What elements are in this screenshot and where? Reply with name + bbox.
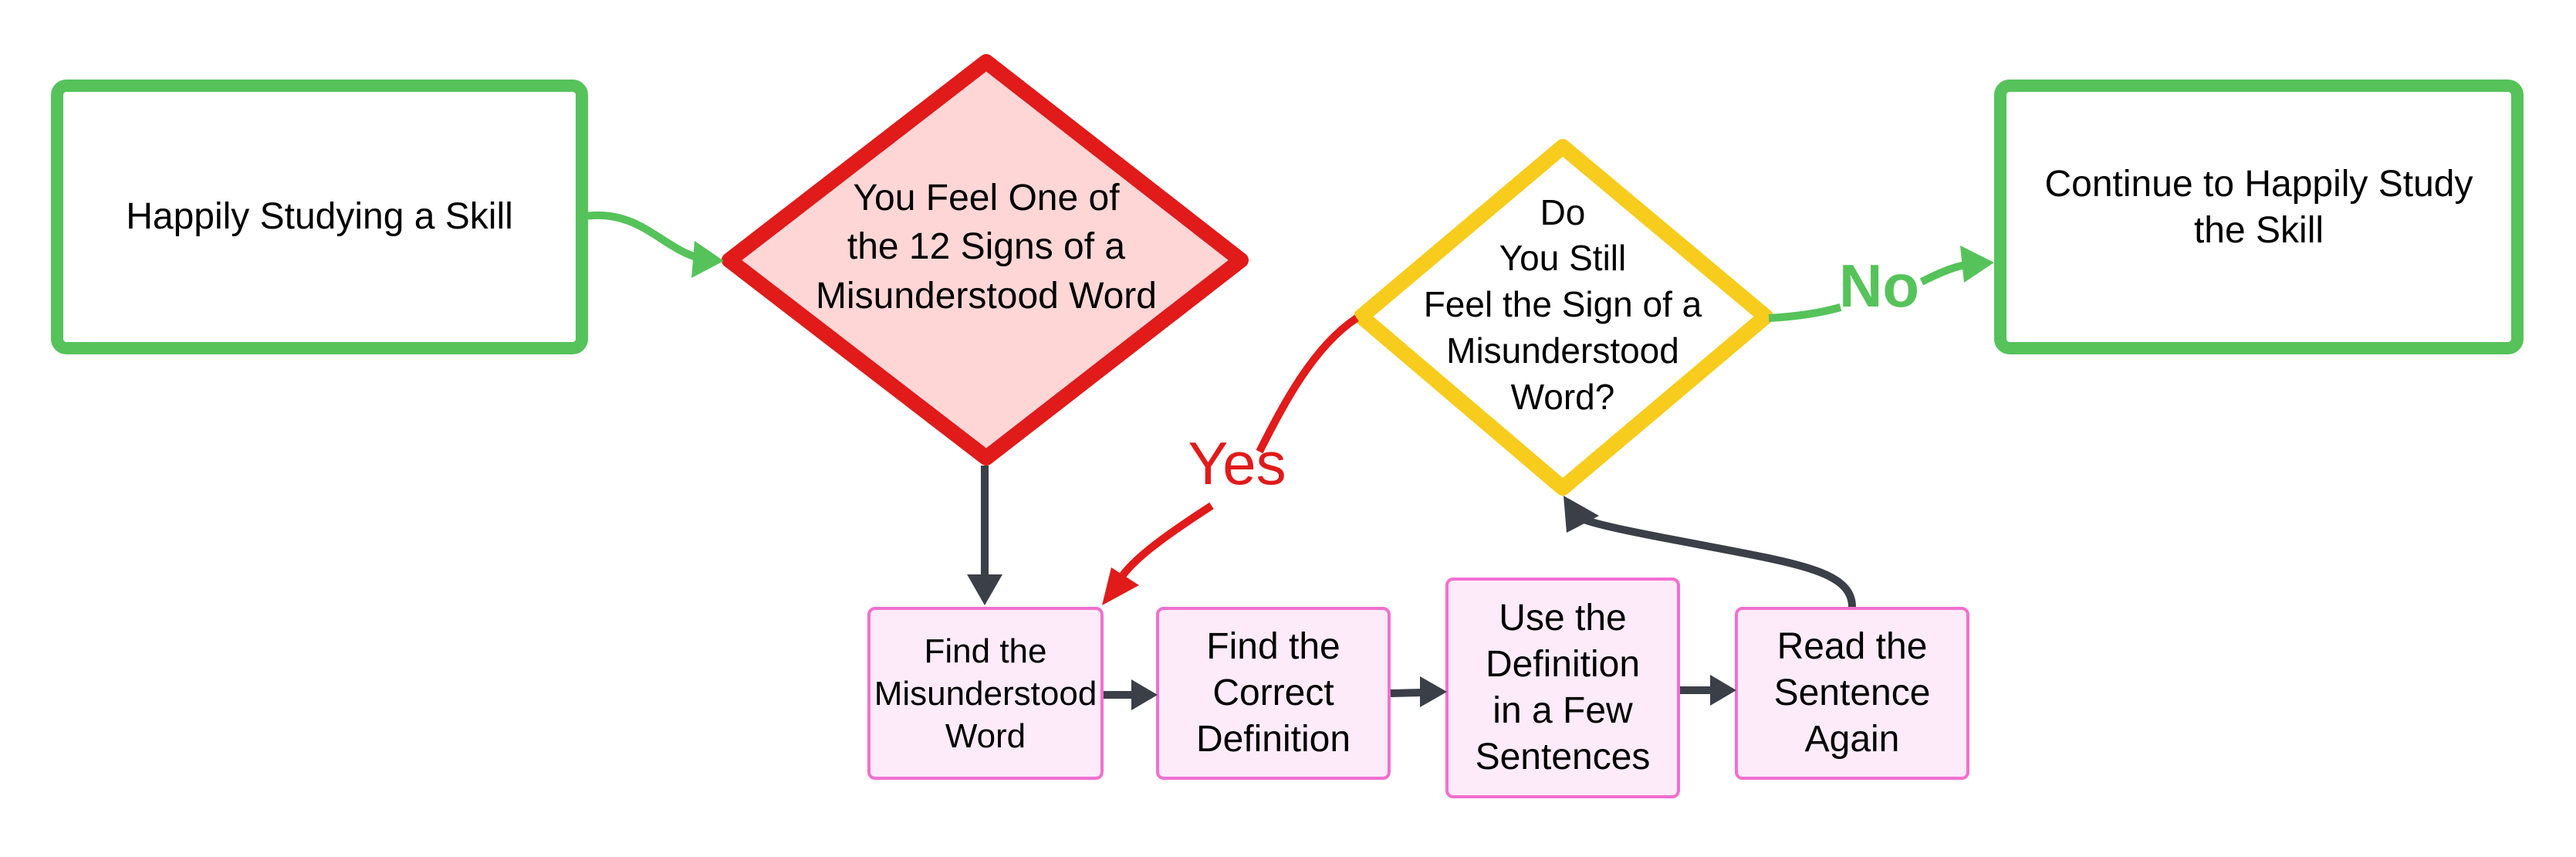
still-diamond [1354,139,1773,496]
reread-box [1735,607,1969,780]
signs-diamond [722,54,1249,466]
arrow-yes-lower [1120,502,1214,578]
start-label: Happily Studying a Skill [126,196,513,238]
arrowhead-signs-to-find-word [967,574,1002,605]
find-word-label: Find the Misunderstood Word [874,632,1097,755]
still-label: Do You Still Feel the Sign of a Misunder… [1423,191,1702,417]
use-def-box [1445,578,1680,798]
arrowhead-find-def-to-use-def [1420,676,1447,707]
arrow-start-to-signs [584,211,704,263]
arrow-no-left [1768,303,1842,322]
find-def-box [1156,607,1391,780]
arrowhead-start-to-signs [691,241,724,278]
signs-label: You Feel One of the 12 Signs of a Misund… [816,177,1157,317]
arrowhead-find-word-to-find-def [1131,679,1158,710]
start-box [51,80,588,354]
yes-edge-label: Yes [1188,428,1286,497]
arrowhead-no [1960,246,1994,283]
arrowhead-use-def-to-reread [1710,675,1736,706]
arrow-reread-to-still [1580,515,1856,608]
arrowhead-yes [1102,567,1139,605]
arrow-yes-upper [1256,314,1359,454]
use-def-label: Use the Definition in a Few Sentences [1475,598,1651,777]
continue-label: Continue to Happily Study the Skill [2044,164,2473,251]
continue-box [1994,80,2524,354]
reread-label: Read the Sentence Again [1773,626,1931,760]
find-word-box [867,607,1104,780]
no-edge-label: No [1839,251,1919,320]
arrowhead-reread-to-still [1564,496,1599,533]
find-def-label: Find the Correct Definition [1195,626,1351,760]
